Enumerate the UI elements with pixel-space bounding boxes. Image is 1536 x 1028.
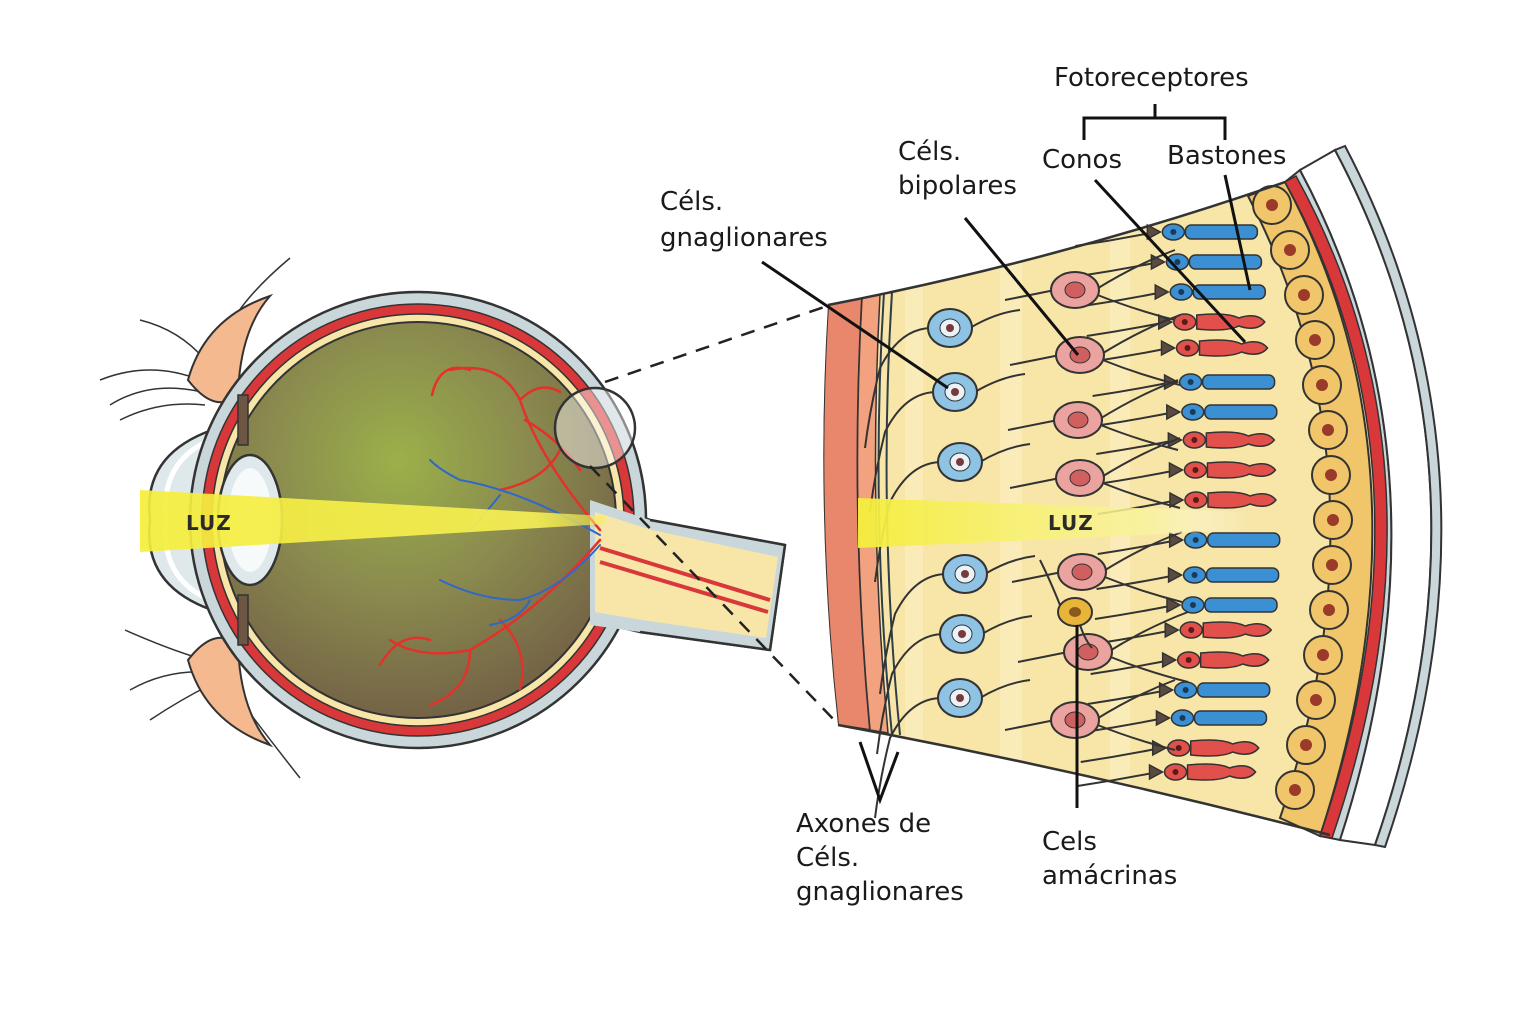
- pigment-cell: [1270, 230, 1310, 270]
- lower-eyelid: [186, 636, 274, 748]
- eye-cross-section: LUZ: [99, 257, 787, 779]
- label-axones-line2: Céls.: [796, 843, 860, 873]
- ganglion-cell: [937, 678, 1031, 718]
- label-bastones: Bastones: [1167, 141, 1287, 171]
- pigment-cell: [1303, 635, 1343, 675]
- label-cels-bipolares-line2: bipolares: [898, 171, 1017, 201]
- cone-cell: [1089, 339, 1269, 363]
- cone-cell: [1077, 763, 1257, 787]
- label-amacrinas-line2: amácrinas: [1042, 861, 1178, 891]
- ganglion-cell: [939, 614, 1033, 654]
- pigment-cell: [1295, 320, 1335, 360]
- leader-lines: [761, 104, 1252, 808]
- pigment-cell: [1296, 680, 1336, 720]
- zoom-line-bottom: [589, 465, 839, 725]
- bipolar-cell: [1011, 531, 1183, 603]
- zoom-line-top: [604, 303, 831, 384]
- label-axones-line3: gnaglionares: [796, 877, 964, 907]
- rod-cell: [1097, 531, 1281, 555]
- label-fotoreceptores: Fotoreceptores: [1054, 63, 1249, 93]
- ganglion-cell: [942, 554, 1036, 594]
- choroid-band: [1283, 174, 1388, 839]
- retina-enlarged: LUZ: [823, 144, 1443, 849]
- bipolar-cell: [1007, 379, 1179, 451]
- bipolar-cell: [1009, 314, 1181, 386]
- ganglion-cell: [927, 308, 1021, 348]
- pigment-cell: [1284, 275, 1324, 315]
- luz-retina-label: LUZ: [1048, 511, 1094, 535]
- cone-cell: [1093, 621, 1273, 645]
- rod-cell: [1075, 223, 1259, 247]
- leader-axones: [858, 741, 900, 805]
- upper-eyelid: [186, 293, 274, 404]
- rod-cell: [1094, 403, 1278, 427]
- bipolar-cell: [1004, 679, 1176, 751]
- ganglion-cell: [937, 442, 1031, 482]
- ganglion-axon: [864, 327, 933, 449]
- ganglion-axon: [876, 633, 945, 755]
- cone-cell: [1080, 739, 1260, 763]
- bipolar-layer: [1004, 249, 1189, 751]
- label-amacrinas-line1: Cels: [1042, 827, 1097, 857]
- rod-cell: [1094, 596, 1278, 620]
- bipolar-cell: [1009, 437, 1181, 509]
- leader-conos: [1093, 178, 1247, 344]
- light-beam-retina: [858, 498, 1250, 548]
- leader-ganglionares: [761, 260, 949, 390]
- pigment-cell: [1302, 365, 1342, 405]
- fotoreceptores-bracket: [1082, 104, 1227, 140]
- photoreceptor-layer: [1075, 223, 1281, 787]
- light-beam-eye: [140, 490, 605, 552]
- ganglion-axon: [869, 391, 938, 513]
- label-cels-bipolares-line1: Céls.: [898, 137, 962, 167]
- rod-cell: [1087, 681, 1271, 705]
- amacrine-cell: [1039, 559, 1093, 649]
- ganglion-cell: [932, 372, 1026, 412]
- bipolar-cell: [1004, 249, 1176, 321]
- luz-eye-label: LUZ: [186, 511, 232, 535]
- cone-cell: [1090, 651, 1270, 675]
- label-axones-line1: Axones de: [796, 809, 932, 839]
- iris-lower: [237, 594, 249, 646]
- label-cels-ganglionares-line2: gnaglionares: [660, 223, 828, 253]
- pigment-cell: [1312, 545, 1352, 585]
- pigment-cell: [1308, 410, 1348, 450]
- pigment-cell: [1311, 455, 1351, 495]
- ganglion-layer: [927, 308, 1036, 718]
- iris-upper: [237, 394, 249, 446]
- ganglion-axon: [879, 573, 948, 695]
- pigment-cell: [1309, 590, 1349, 630]
- label-conos: Conos: [1042, 145, 1122, 175]
- cone-cell: [1097, 461, 1277, 485]
- pigment-cell: [1313, 500, 1353, 540]
- magnifier-lens: [553, 386, 637, 470]
- leader-bipolares: [963, 217, 1080, 356]
- pigment-cell: [1275, 770, 1315, 810]
- pigment-cell: [1286, 725, 1326, 765]
- rod-cell: [1083, 283, 1266, 307]
- label-cels-ganglionares-line1: Céls.: [660, 187, 724, 217]
- rod-cell: [1096, 566, 1280, 590]
- leader-bastones: [1223, 174, 1252, 291]
